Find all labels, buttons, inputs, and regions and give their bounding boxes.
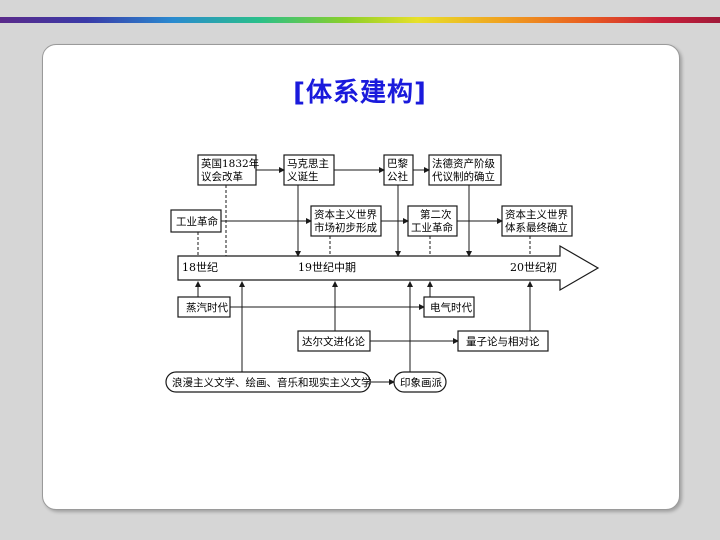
event-marxism-line2: 义诞生 [287, 170, 319, 183]
event-electric: 电气时代 [430, 301, 472, 314]
event-representative-line2: 代议制的确立 [432, 170, 495, 183]
event-box-world-system [501, 205, 573, 237]
event-commune-line2: 公社 [387, 170, 408, 183]
event-commune-line1: 巴黎 [387, 157, 408, 170]
event-second-line2: 工业革命 [411, 221, 453, 234]
event-system-line1: 资本主义世界 [505, 208, 568, 221]
timeline-label-18c: 18世纪 [182, 261, 218, 274]
top-rainbow-bar [0, 17, 720, 23]
event-marxism-line1: 马克思主 [287, 158, 329, 170]
slide-title: [体系建构] [293, 78, 427, 108]
event-reform-line2: 议会改革 [201, 170, 243, 183]
event-market-line2: 市场初步形成 [314, 221, 377, 234]
event-system-line2: 体系最终确立 [505, 221, 568, 234]
event-quantum: 量子论与相对论 [466, 335, 540, 348]
event-impression: 印象画派 [400, 377, 442, 389]
event-market-line1: 资本主义世界 [314, 208, 377, 221]
event-steam: 蒸汽时代 [186, 301, 228, 314]
event-box-electric-age [423, 296, 475, 318]
timeline-label-20c: 20世纪初 [510, 260, 557, 274]
event-literature: 浪漫主义文学、绘画、音乐和现实主义文学 [172, 376, 372, 389]
timeline-label-19c-mid: 19世纪中期 [298, 261, 356, 274]
event-box-impressionism [393, 371, 447, 393]
event-industrial-line1: 工业革命 [176, 215, 218, 228]
event-second-line1: 第二次 [420, 208, 452, 221]
event-box-quantum [457, 330, 549, 352]
event-box-representative-system [428, 154, 502, 186]
timeline-arrow [177, 244, 600, 292]
event-reform-line1: 英国1832年 [201, 157, 259, 170]
event-representative-line1: 法德资产阶级 [432, 157, 495, 170]
event-darwin: 达尔文进化论 [302, 335, 365, 348]
